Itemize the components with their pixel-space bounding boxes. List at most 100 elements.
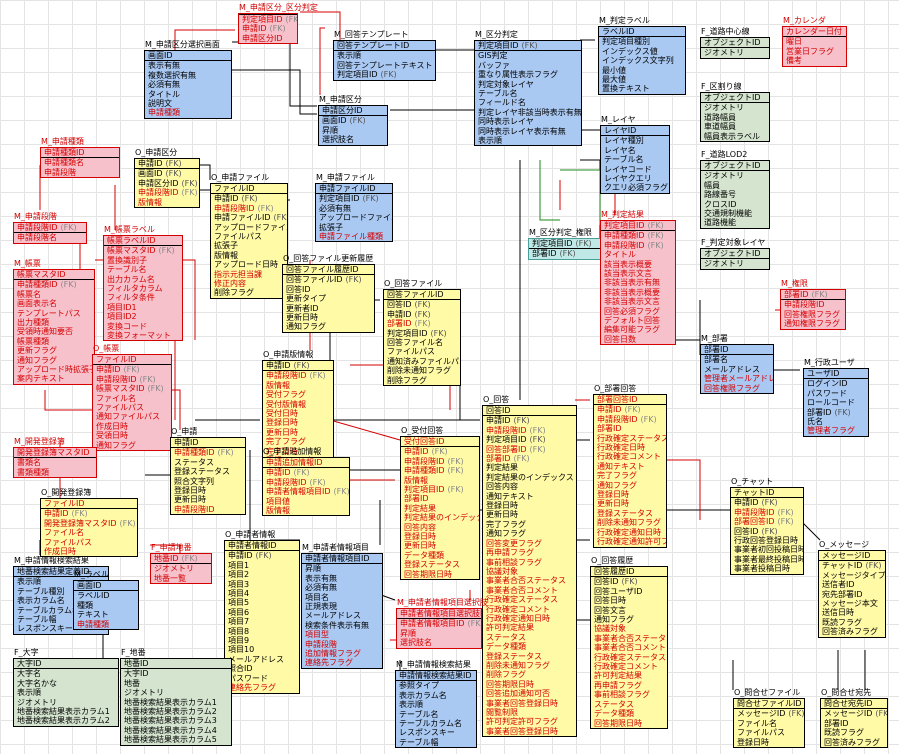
field-name: 回答ID xyxy=(486,406,511,415)
entity-table[interactable]: M_部署部署ID部署名メールアドレス管理者メールアドレス回答権限フラグ xyxy=(700,334,774,395)
entity-table[interactable]: M_区分判定_権限判定項目ID(FK)部署ID(FK) xyxy=(528,228,602,260)
entity-table[interactable]: O_申請版情報申請ID(FK)申請段階ID(FK)版情報受付フラグ受付版情報受付… xyxy=(262,350,334,467)
attribute-field: 閲覧制限 xyxy=(483,708,576,717)
attribute-field: 地番一覧 xyxy=(151,574,211,583)
attribute-field: 通知フラグ xyxy=(591,615,667,624)
entity-table[interactable]: F_申請地番地番ID(FK)ジオメトリ地番一覧 xyxy=(150,543,212,585)
entity-table[interactable]: O_申請区分申請ID(FK)画面ID(FK)申請区分ID(FK)申請段階ID(F… xyxy=(134,148,200,209)
foreign-key-marker: (FK) xyxy=(273,213,287,223)
field-name: 表示順 xyxy=(399,700,423,710)
field-name: 通知フラグ xyxy=(286,322,326,332)
entity-table[interactable]: M_申請ファイル申請ファイルID判定項目ID(FK)必須有無アップロードファイル… xyxy=(315,173,393,243)
field-name: 変換フォーマット xyxy=(107,331,171,341)
field-name: 申請者情報項目選択肢ID xyxy=(400,609,481,618)
attribute-field: 地番検索結果表示カラム2 xyxy=(121,707,231,716)
attribute-field: テーブル名 xyxy=(475,89,581,98)
field-name: 更新日時 xyxy=(174,495,206,505)
primary-key-field: 申請者情報ID xyxy=(225,541,299,550)
entity-table[interactable]: M_申請段階申請段階ID(FK)申請段階名 xyxy=(13,212,87,244)
entity-table[interactable]: M_判定結果判定項目ID(FK)申請種類ID(FK)申請段階ID(FK)タイトル… xyxy=(600,210,676,346)
attribute-field: 申請種類名 xyxy=(41,158,119,167)
field-name: 更新日時 xyxy=(286,313,318,323)
field-name: 曜日 xyxy=(786,37,802,47)
entity-table[interactable]: O_問合せ宛先問合せ宛先IDメッセージID(FK)部署ID既読フラグ回答済みフラ… xyxy=(820,688,888,749)
field-name: 事業者合否コメント xyxy=(486,585,558,595)
attribute-field: 回答必須フラグ xyxy=(601,307,675,316)
attribute-field: 複数選択有無 xyxy=(145,71,231,80)
attribute-field: 回答文言 xyxy=(591,606,667,615)
field-name: 申請ID xyxy=(228,551,253,561)
attribute-field: ファイルパス xyxy=(384,347,460,356)
attribute-field: 判定項目種別 xyxy=(599,37,685,46)
entity-table[interactable]: M_区分判定判定項目ID(FK)GIS判定バッファ重なり属性表示フラグ判定対象レ… xyxy=(474,30,582,147)
attribute-field: 非該当表示概要 xyxy=(601,288,675,297)
field-name: 回答ID xyxy=(387,300,412,310)
field-name: 修正内容 xyxy=(214,279,246,289)
entity-table[interactable]: M_カレンダカレンダー日付曜日営業日フラグ備考 xyxy=(782,16,847,67)
entity-title: O_部署回答 xyxy=(594,384,637,393)
field-name: 該当表示文言 xyxy=(604,269,652,279)
entity-title: M_権限 xyxy=(781,279,808,288)
entity-title: M_行政ユーザ xyxy=(804,358,855,367)
field-name: 申請情報検索結果ID xyxy=(399,671,472,680)
field-name: 非該当表示概要 xyxy=(604,287,660,297)
attribute-field: 申請ファイル種類 xyxy=(316,232,392,241)
field-name: 回答期限日時 xyxy=(486,679,534,689)
field-name: ファイルID xyxy=(96,355,137,364)
attribute-field: 判定項目ID(FK) xyxy=(334,70,435,79)
attribute-field: 申請段階ID(FK) xyxy=(601,241,675,250)
field-name: レイヤクエリ xyxy=(604,174,652,184)
attribute-field: フィルタカラム xyxy=(104,284,182,293)
field-name: テーブル名 xyxy=(399,709,439,719)
field-name: 部署ID xyxy=(486,454,511,464)
field-name: 問合せファイルID xyxy=(737,699,802,708)
entity-table[interactable]: M_申請者情報項目選択肢申請者情報項目選択肢ID申請者情報項目ID(FK)昇順選… xyxy=(396,598,488,649)
field-name: 氏名 xyxy=(807,417,823,427)
attribute-field: 変換コード xyxy=(104,322,182,331)
primary-key-field: 回答履歴ID xyxy=(591,567,667,576)
attribute-field: 回答ユーザID xyxy=(591,587,667,596)
entity-title: M_帳票ラベル xyxy=(104,225,155,234)
field-name: 昇順 xyxy=(305,564,321,574)
foreign-key-marker: (FK) xyxy=(147,384,164,394)
